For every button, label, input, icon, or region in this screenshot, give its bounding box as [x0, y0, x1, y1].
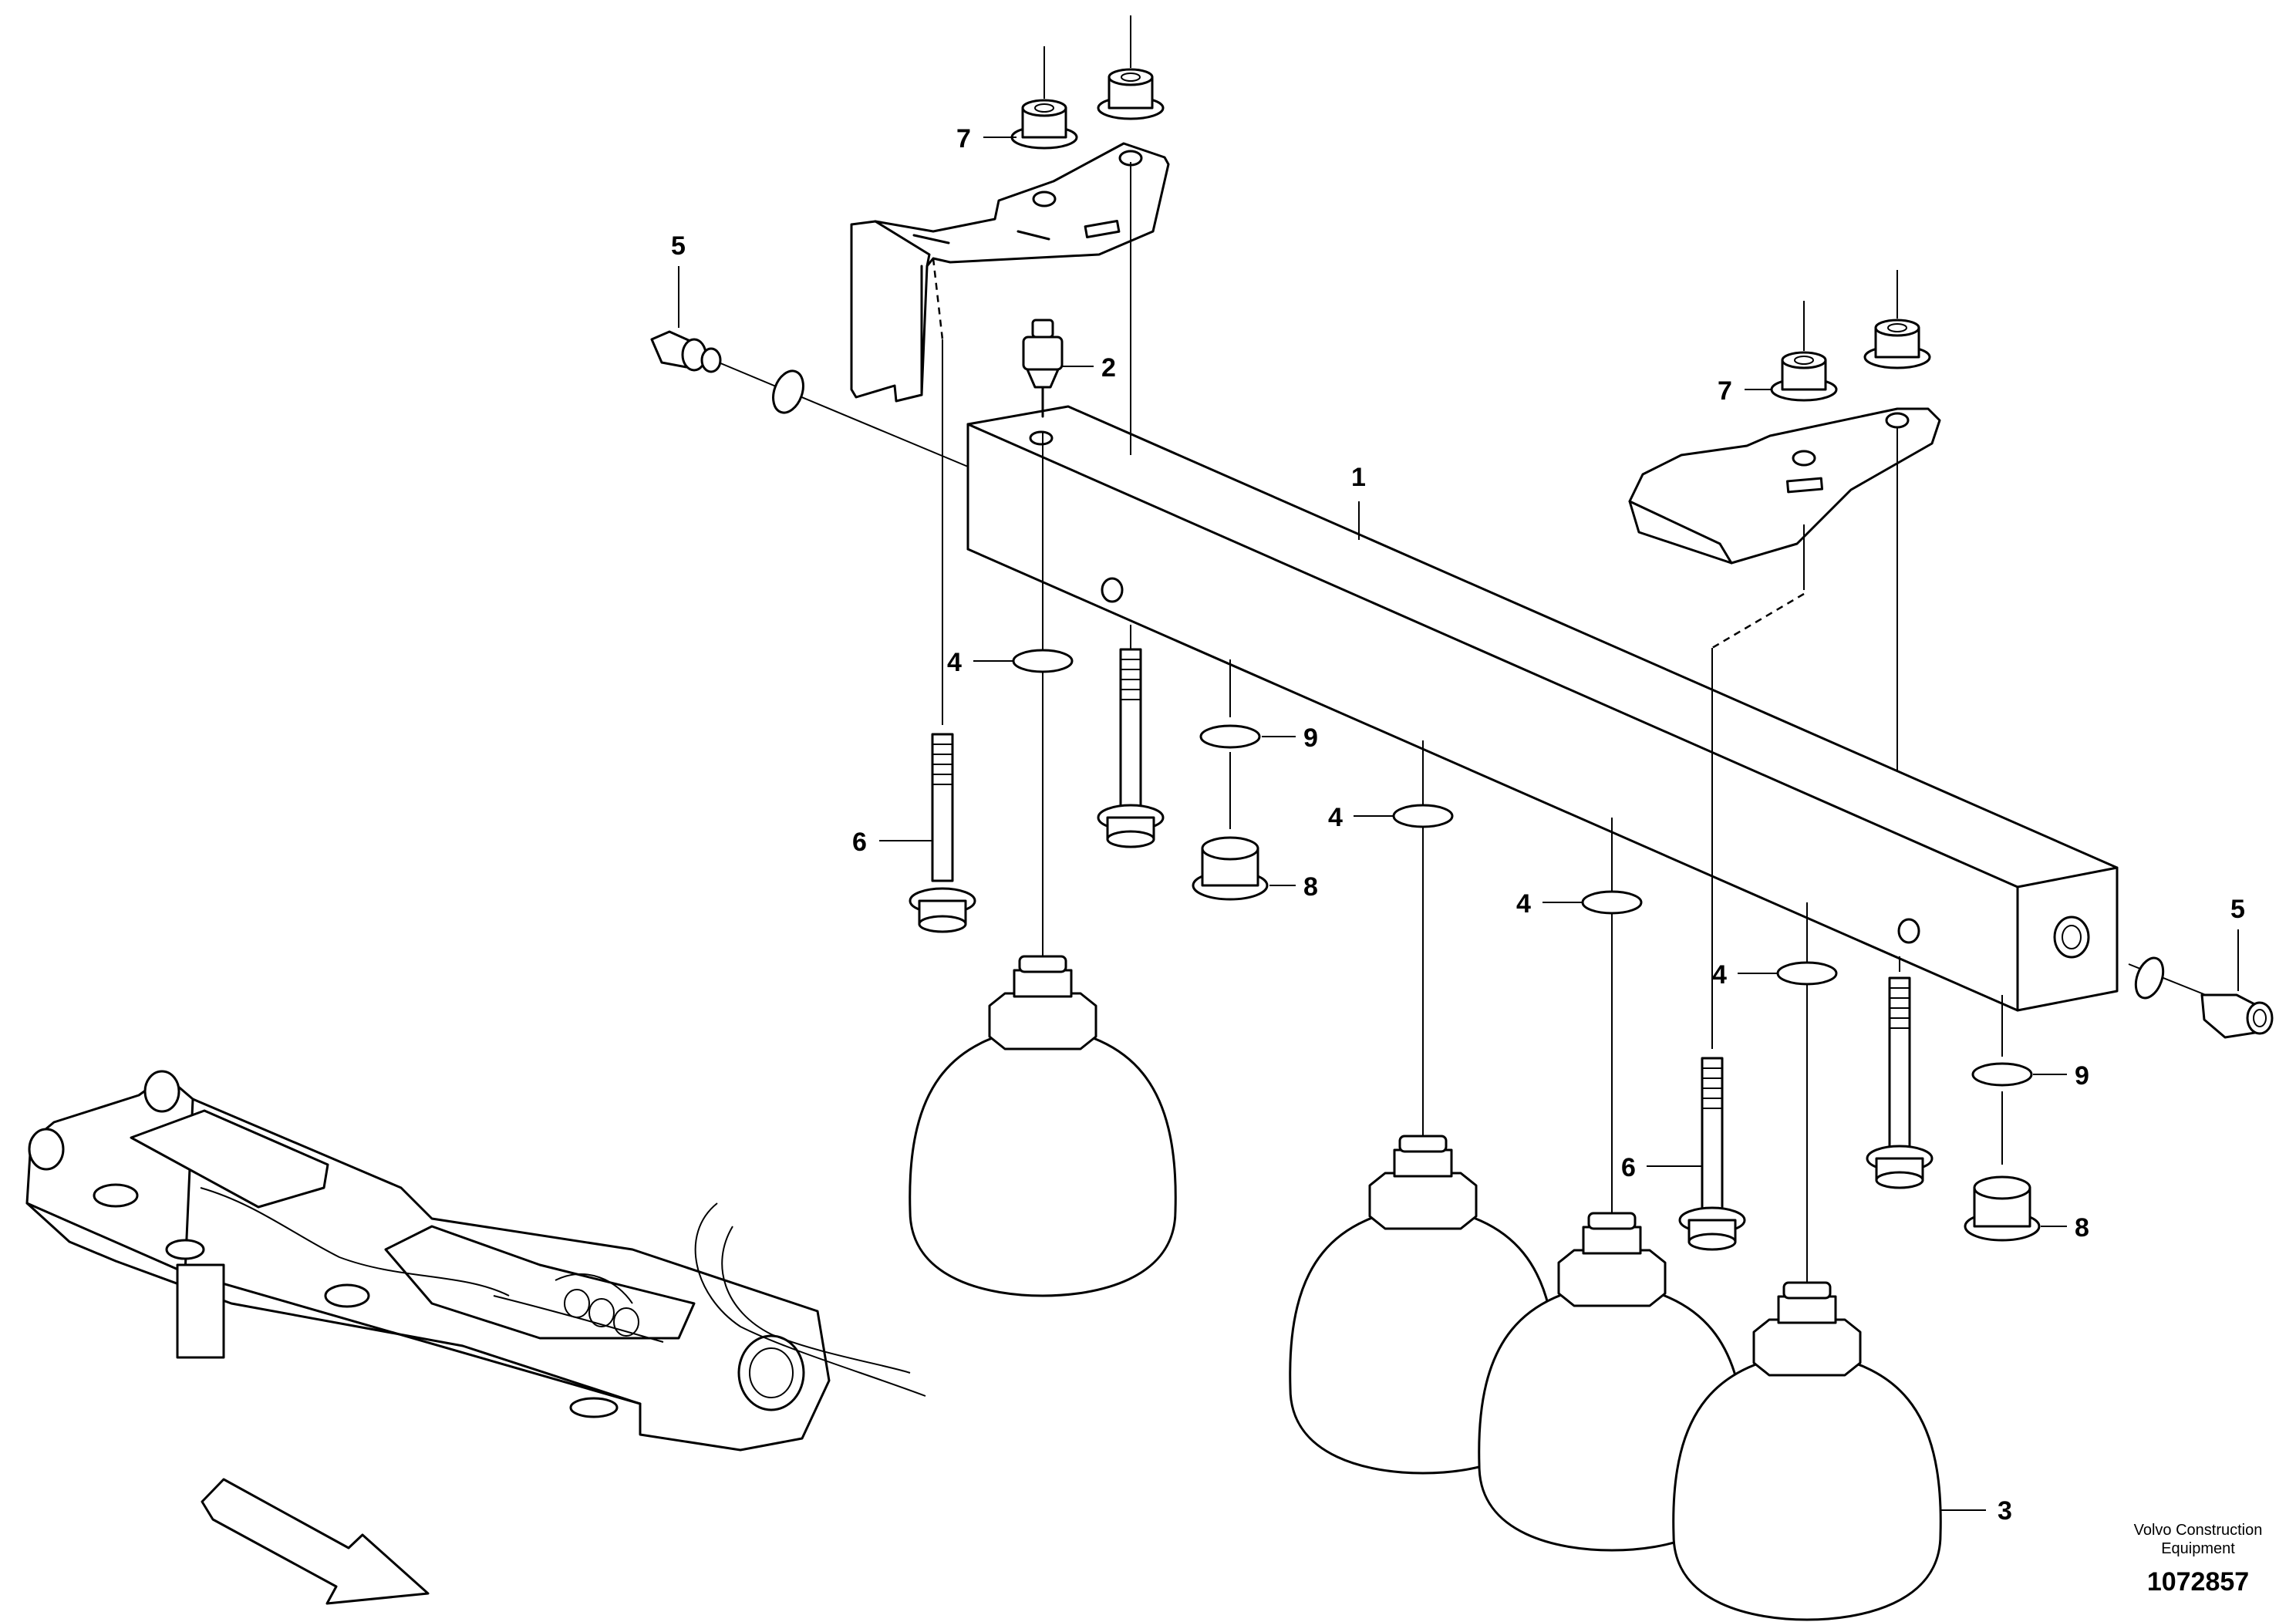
publisher-block: Volvo Construction Equipment 1072857 — [2082, 1521, 2296, 1597]
left-mounting-bracket — [850, 142, 1170, 403]
accumulator-1 — [909, 955, 1177, 1297]
accumulator-beam — [966, 405, 2119, 1012]
flange-nut-top-right-a — [1770, 351, 1838, 402]
bolt-right-long — [1678, 1057, 1746, 1251]
right-mounting-bracket — [1628, 407, 1941, 565]
callout-4a: 4 — [947, 648, 962, 677]
cap-left — [1192, 836, 1269, 901]
callout-5a: 5 — [671, 231, 686, 261]
callout-8b: 8 — [2075, 1213, 2089, 1243]
cap-right — [1964, 1175, 2041, 1242]
callout-9a: 9 — [1303, 723, 1318, 753]
brand-line-1: Volvo Construction — [2133, 1522, 2263, 1539]
callout-6b: 6 — [1621, 1153, 1636, 1182]
callout-1: 1 — [1351, 463, 1366, 492]
callout-9b: 9 — [2075, 1061, 2089, 1091]
bolt-right-short — [1866, 976, 1934, 1189]
callout-2: 2 — [1101, 353, 1116, 383]
pressure-sensor — [1022, 319, 1064, 418]
frame-location-inset — [25, 1070, 926, 1452]
callout-6a: 6 — [852, 828, 867, 857]
o-ring-accumulator — [1012, 649, 1838, 986]
plug-right — [2200, 993, 2274, 1039]
callout-4c: 4 — [1516, 889, 1531, 919]
bolt-left-short — [1097, 648, 1165, 848]
flange-nut-top-left-b — [1097, 68, 1165, 120]
callout-7a: 7 — [956, 124, 971, 153]
callout-8a: 8 — [1303, 872, 1318, 902]
flange-nut-top-left-a — [1010, 99, 1078, 150]
plug-seal-right — [2134, 956, 2165, 1000]
callout-7b: 7 — [1718, 376, 1732, 406]
callout-leaders — [678, 137, 2239, 1511]
accumulator-4 — [1672, 1281, 1942, 1621]
plug-seal-left — [772, 369, 804, 414]
callout-5b: 5 — [2230, 895, 2245, 924]
bolt-left-long — [909, 733, 976, 933]
callout-4d: 4 — [1712, 960, 1727, 990]
forward-direction-arrow-icon — [201, 1478, 430, 1605]
brand-line-2: Equipment — [2161, 1540, 2235, 1557]
callout-3: 3 — [1998, 1496, 2012, 1526]
o-ring-cap — [1199, 724, 2033, 1087]
figure-number: 1072857 — [2146, 1567, 2250, 1597]
callout-4b: 4 — [1328, 803, 1343, 832]
plug-left — [650, 330, 722, 373]
flange-nut-top-right-b — [1863, 319, 1931, 369]
callout-labels: 1 2 3 4 4 4 4 5 5 6 6 7 7 8 8 9 9 — [671, 124, 2245, 1526]
